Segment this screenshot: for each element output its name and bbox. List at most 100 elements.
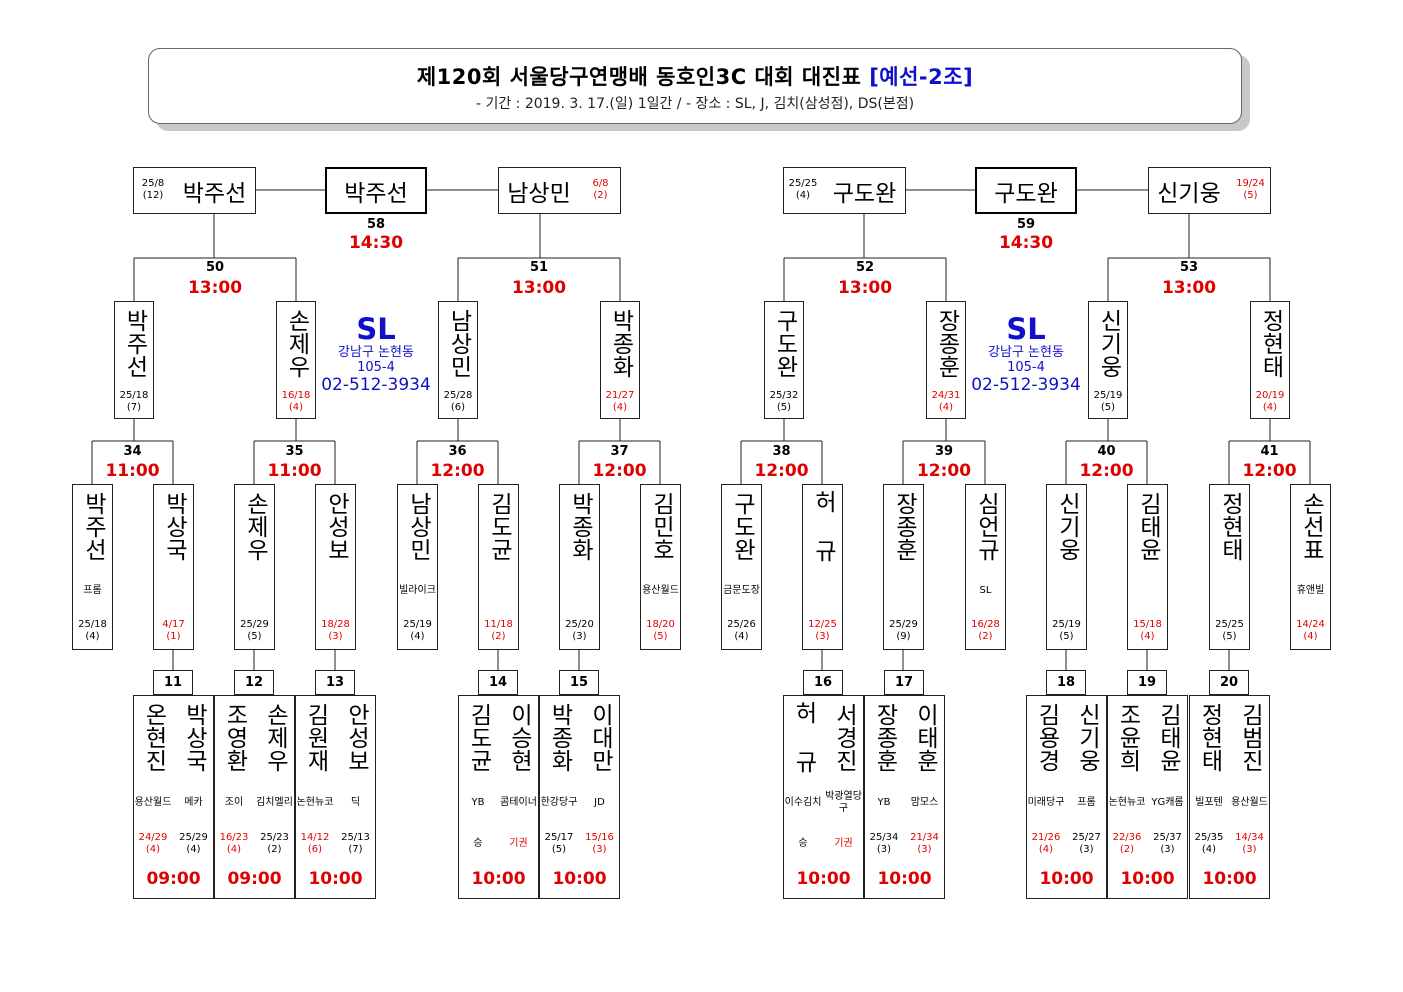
score-text: 24/29 <box>138 831 168 843</box>
player-name: 정현태 <box>1257 308 1284 378</box>
player-name: 김도균 <box>486 491 512 561</box>
match-time: 14:30 <box>348 233 404 253</box>
round1-name-cell: 김용경 <box>1026 695 1066 779</box>
venue-name: SL <box>356 312 396 346</box>
match-number: 52 <box>855 260 875 275</box>
inning-text: (4) <box>186 843 201 855</box>
round1-score: 21/26(4) <box>1026 827 1066 860</box>
player-name: 박상국 <box>161 491 187 561</box>
round1-match-box <box>864 695 945 899</box>
round1-name-cell: 장종훈 <box>864 695 904 779</box>
round1-name-cell: 온현진 <box>133 695 173 779</box>
inning-text: (3) <box>1079 843 1094 855</box>
inning-text: (3) <box>592 843 607 855</box>
player-name: 김태윤 <box>1155 702 1181 772</box>
match-time: 10:00 <box>552 869 607 889</box>
round1-score: 25/37(3) <box>1147 827 1188 860</box>
round2-name-cell: 김도균 <box>478 484 519 568</box>
player-name: 조영환 <box>221 702 248 772</box>
score-text: 25/18 <box>78 619 107 630</box>
quarter-score: 16/18(4) <box>276 387 316 417</box>
quarter-score: 25/28(6) <box>438 387 478 417</box>
score-text: 14/24 <box>1296 619 1325 630</box>
score-text: 25/26 <box>727 619 756 630</box>
quarter-score: 24/31(4) <box>926 387 966 417</box>
player-name: 구도완 <box>729 491 755 561</box>
match-number: 19 <box>1137 675 1157 690</box>
score-text: 25/18 <box>119 390 149 401</box>
inning-text: (5) <box>1100 402 1116 413</box>
match-time: 10:00 <box>1120 869 1175 889</box>
round2-name-cell: 손선표 <box>1290 484 1331 568</box>
score-text: 12/25 <box>808 619 837 630</box>
inning-text: (5) <box>1222 631 1237 642</box>
score-text: 6/8 <box>592 178 609 189</box>
inning-text: (5) <box>776 402 792 413</box>
score-text: 기권 <box>834 837 853 849</box>
round2-name-cell: 남상민 <box>397 484 438 568</box>
round2-club: 용산월드 <box>642 585 679 596</box>
score-text: 25/17 <box>544 831 574 843</box>
match-time: 14:30 <box>998 233 1054 253</box>
round1-club: 빌포텐 <box>1195 797 1223 808</box>
score-text: 16/18 <box>281 390 311 401</box>
player-name: 정현태 <box>1217 491 1243 561</box>
round1-score: 15/16(3) <box>579 827 620 860</box>
quarter-score: 25/18(7) <box>114 387 154 417</box>
round2-club <box>1128 570 1167 612</box>
player-name: 구도완 <box>771 308 798 378</box>
inning-text: (4) <box>85 631 100 642</box>
score-text: 승 <box>473 837 483 849</box>
round1-score: 21/34(3) <box>904 827 945 860</box>
match-number: 36 <box>448 444 467 459</box>
match-time: 12:00 <box>754 461 809 481</box>
match-number: 13 <box>325 675 345 690</box>
inning-text: (4) <box>612 402 628 413</box>
round1-match-box <box>1107 695 1188 899</box>
round1-name-cell: 이승현 <box>498 695 539 779</box>
round2-player-box <box>153 484 194 650</box>
page-title: 제120회 서울당구연맹배 동호인3C 대회 대진표 [예선-2조] <box>149 61 1241 91</box>
venue-address2: 105-4 <box>357 360 395 375</box>
quarter-player-box <box>600 301 640 419</box>
round1-match-box <box>1026 695 1107 899</box>
round2-player-box <box>640 484 681 650</box>
score-text: 21/34 <box>910 831 939 843</box>
round1-number-box <box>559 670 599 695</box>
score-text: 승 <box>798 837 808 849</box>
inning-text: (4) <box>145 843 161 855</box>
round1-club: 김치멜리 <box>256 797 293 808</box>
round1-score: 14/34(3) <box>1229 827 1270 860</box>
round1-match-box <box>133 695 214 899</box>
inning-text: (6) <box>307 843 323 855</box>
score-text: 24/31 <box>931 390 961 401</box>
round1-score: 25/27(3) <box>1066 827 1107 860</box>
match-number: 51 <box>529 260 549 275</box>
player-name: 안성보 <box>343 702 369 772</box>
score-text: 25/19 <box>1093 390 1123 401</box>
round2-name-cell: 정현태 <box>1209 484 1250 568</box>
player-name: 신기웅 <box>1054 491 1080 561</box>
round1-name-cell: 서경진 <box>823 695 864 779</box>
inning-text: (4) <box>410 631 425 642</box>
final-right-score: 6/8(2) <box>580 171 621 209</box>
round1-number-box <box>884 670 924 695</box>
inning-text: (6) <box>450 402 466 413</box>
round1-club: JD <box>594 797 605 808</box>
round1-score: 25/29(4) <box>173 827 214 860</box>
round2-score: 25/20(3) <box>559 614 600 648</box>
venue-phone: 02-512-3934 <box>321 375 431 395</box>
round2-name-cell: 박종화 <box>559 484 600 568</box>
round2-club <box>1210 570 1249 612</box>
inning-text: (4) <box>1303 631 1318 642</box>
inning-text: (3) <box>1160 843 1175 855</box>
score-text: 25/32 <box>769 390 799 401</box>
round1-match-box <box>295 695 376 899</box>
round2-score: 14/24(4) <box>1290 614 1331 648</box>
player-name: 손제우 <box>242 491 268 561</box>
player-name: 허 규 <box>790 701 817 773</box>
player-name: 신기웅 <box>1095 308 1122 378</box>
round1-club: YG캐롬 <box>1151 797 1184 808</box>
match-number: 14 <box>488 675 508 690</box>
score-text: 14/12 <box>300 831 330 843</box>
